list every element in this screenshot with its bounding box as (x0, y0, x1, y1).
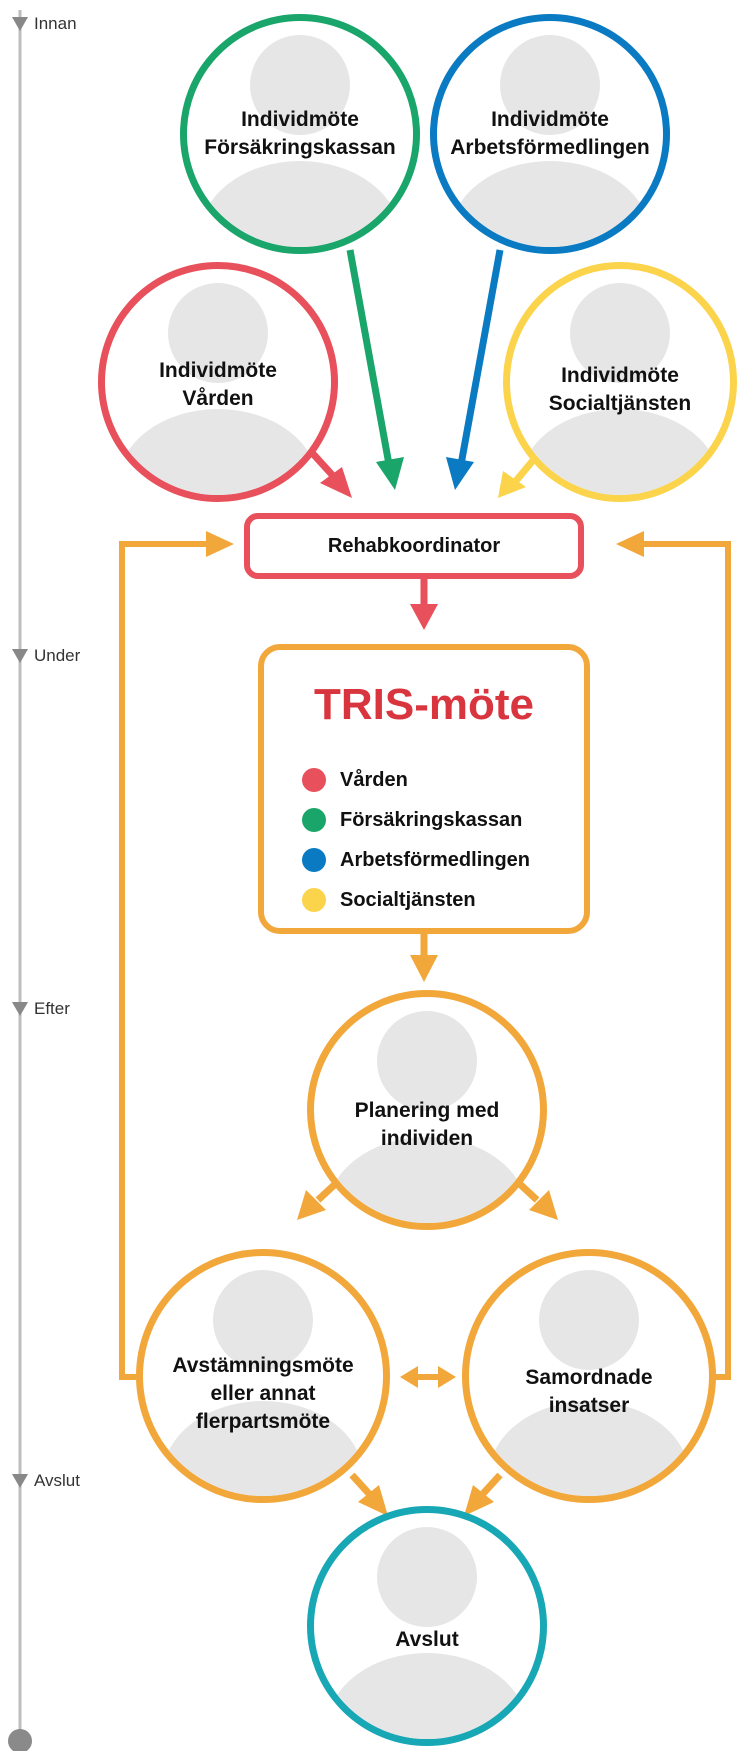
left-feedback-arrowhead (206, 531, 234, 557)
node-label-line: Avstämningsmöte (172, 1354, 354, 1377)
node-label-line: Individmöte (241, 108, 359, 131)
right-feedback-arrowhead (616, 531, 644, 557)
planering-to-avstamning-arrowhead (297, 1190, 326, 1220)
tris-participant-socialtjansten: Socialtjänsten (302, 888, 476, 912)
legend-dot-icon (302, 888, 326, 912)
phase-efter: Efter (12, 999, 70, 1019)
legend-dot-icon (302, 808, 326, 832)
double-arrow-left-head (400, 1366, 418, 1388)
tris-participant-label: Vården (340, 768, 408, 791)
varden-arrowhead (320, 467, 352, 498)
tris-participant-label: Socialtjänsten (340, 888, 476, 911)
left-feedback-loop (119, 541, 215, 1380)
node-avslut: Avslut (307, 1506, 547, 1746)
person-body-shape (118, 409, 318, 495)
tris-participant-forsakringskassan: Försäkringskassan (302, 808, 522, 832)
person-silhouette-icon (539, 1270, 639, 1370)
fk-to-rehab-arrow (346, 249, 394, 471)
person-silhouette-icon (377, 1527, 477, 1627)
node-individmote-varden: Individmöte Vården (98, 262, 338, 502)
tris-mote-box: TRIS-möte Vården Försäkringskassan Arbet… (258, 644, 590, 934)
node-label-line: Vården (182, 387, 254, 410)
person-silhouette-icon (500, 35, 600, 135)
node-individmote-socialtjansten: Individmöte Socialtjänsten (503, 262, 737, 502)
fk-arrowhead (376, 457, 404, 490)
right-feedback-loop (636, 541, 731, 1380)
social-arrowhead (498, 471, 526, 498)
avstamning-to-avslut-arrowhead (358, 1485, 388, 1516)
samordnade-to-avslut-arrowhead (464, 1485, 494, 1516)
tris-title: TRIS-möte (314, 680, 534, 729)
node-label-line: Försäkringskassan (204, 136, 396, 159)
person-body-shape (450, 161, 650, 247)
node-avstamningsmote: Avstämningsmöte eller annat flerpartsmöt… (136, 1249, 390, 1503)
phase-triangle-icon (12, 1002, 28, 1016)
node-label-line: Planering med (354, 1099, 500, 1122)
legend-dot-icon (302, 768, 326, 792)
tris-participant-label: Försäkringskassan (340, 808, 523, 831)
node-label-line: Arbetsförmedlingen (450, 136, 650, 159)
tris-to-planering-arrowhead (410, 955, 438, 982)
node-label-line: flerpartsmöte (195, 1410, 331, 1433)
person-silhouette-icon (168, 283, 268, 383)
node-label-line: Individmöte (159, 359, 277, 382)
tris-participant-arbetsformedlingen: Arbetsförmedlingen (302, 848, 530, 872)
phase-innan: Innan (12, 14, 77, 34)
node-label-line: eller annat (210, 1382, 316, 1405)
planering-to-samordnade-arrowhead (529, 1190, 558, 1220)
timeline-end-dot (8, 1729, 32, 1751)
node-label-line: individen (380, 1127, 474, 1150)
phase-avslut: Avslut (12, 1471, 80, 1491)
af-arrowhead (446, 457, 474, 490)
phase-label: Innan (34, 14, 77, 33)
phase-label: Under (34, 646, 81, 665)
node-individmote-arbetsformedlingen: Individmöte Arbetsförmedlingen (430, 14, 670, 254)
node-label-line: Individmöte (561, 364, 679, 387)
phase-triangle-icon (12, 1474, 28, 1488)
node-label-line: Samordnade (525, 1366, 653, 1389)
phase-triangle-icon (12, 17, 28, 31)
person-silhouette-icon (570, 283, 670, 383)
phase-under: Under (12, 646, 80, 666)
person-body-shape (520, 409, 720, 495)
node-label-line: insatser (548, 1394, 630, 1417)
person-silhouette-icon (377, 1011, 477, 1111)
rehabkoordinator-label: Rehabkoordinator (327, 534, 501, 557)
phase-triangle-icon (12, 649, 28, 663)
node-label-line: Individmöte (491, 108, 609, 131)
phase-label: Avslut (34, 1471, 80, 1490)
af-to-rehab-arrow (456, 249, 504, 471)
node-label-line: Socialtjänsten (548, 392, 692, 415)
tris-participant-varden: Vården (302, 768, 408, 792)
rehab-to-tris-arrowhead (410, 604, 438, 630)
node-samordnade-insatser: Samordnade insatser (462, 1249, 716, 1503)
legend-dot-icon (302, 848, 326, 872)
person-body-shape (200, 161, 400, 247)
tris-participant-label: Arbetsförmedlingen (340, 848, 531, 871)
person-silhouette-icon (250, 35, 350, 135)
node-planering-med-individen: Planering med individen (307, 990, 547, 1230)
node-label-line: Avslut (395, 1628, 459, 1651)
person-silhouette-icon (213, 1270, 313, 1370)
node-individmote-forsakringskassan: Individmöte Försäkringskassan (180, 14, 420, 254)
phase-label: Efter (34, 999, 70, 1018)
double-arrow-right-head (438, 1366, 456, 1388)
person-body-shape (327, 1653, 527, 1739)
rehabkoordinator-box: Rehabkoordinator (244, 513, 584, 579)
